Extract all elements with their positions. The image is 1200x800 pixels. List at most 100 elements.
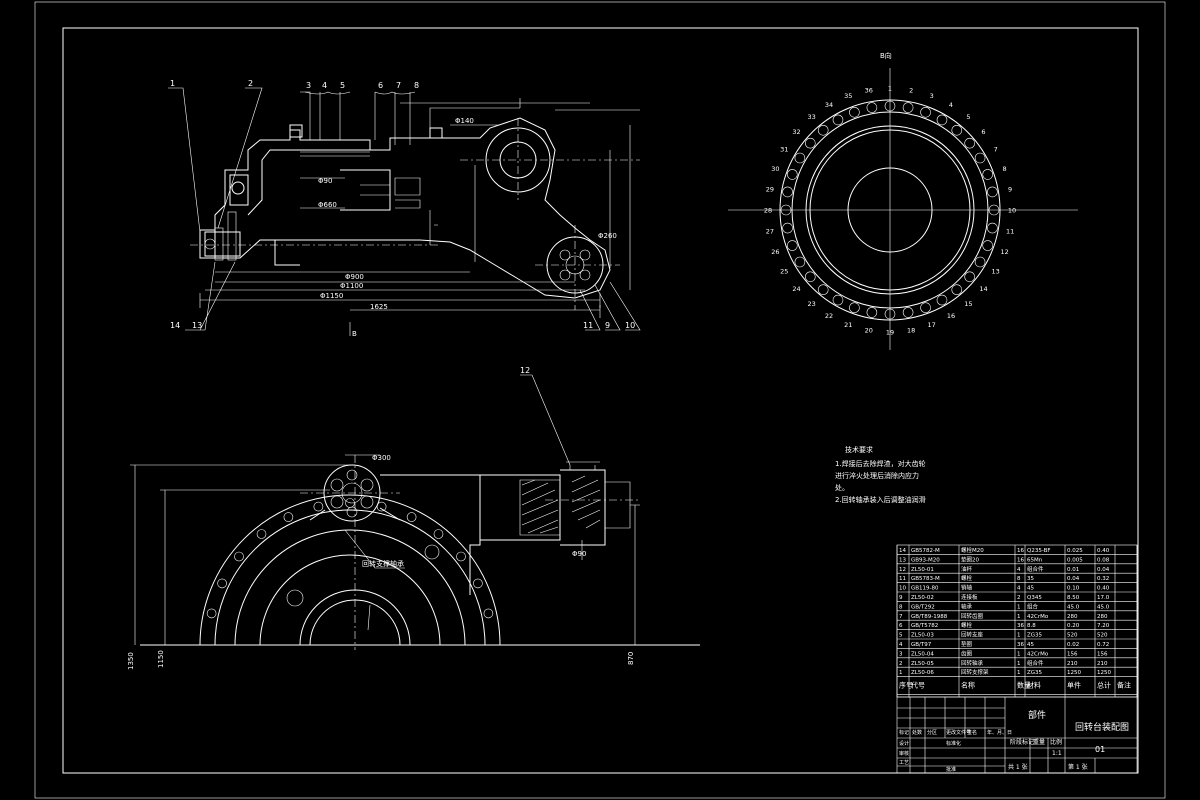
plan-bolt-hole bbox=[433, 529, 444, 539]
plan-bolt-hole bbox=[217, 578, 227, 589]
bom-header: 单件 bbox=[1067, 681, 1081, 690]
bom-cell: GB/T292 bbox=[911, 604, 935, 610]
plan-bolt-hole bbox=[456, 551, 466, 562]
bom-cell: 17.0 bbox=[1097, 595, 1110, 601]
plan-bolt-hole bbox=[283, 512, 294, 522]
gear-hole-number: 8 bbox=[1003, 165, 1007, 173]
dim-d900: Φ900 bbox=[345, 273, 364, 281]
gear-hole-number: 32 bbox=[792, 128, 800, 136]
title-weight-label: 重量 bbox=[1033, 738, 1045, 746]
gear-hole-number: 34 bbox=[825, 101, 833, 109]
bom-cell: 65Mn bbox=[1027, 557, 1043, 563]
gear-hole-number: 13 bbox=[992, 268, 1000, 276]
bom-cell: 0.005 bbox=[1067, 557, 1083, 563]
top-view-label: B向 bbox=[880, 51, 892, 60]
gear-bolt-hole bbox=[794, 152, 806, 164]
gear-bolt-hole bbox=[780, 204, 792, 216]
tech-req-line-2: 进行淬火处理后消除内应力 bbox=[835, 471, 919, 480]
bom-cell: 1 bbox=[1017, 670, 1021, 676]
bom-cell: GB93-M20 bbox=[911, 557, 940, 563]
bom-cell: 8 bbox=[899, 604, 903, 610]
plan-bolt-hole bbox=[406, 512, 417, 522]
gear-bolt-hole bbox=[982, 169, 994, 180]
bom-header: 总计 bbox=[1097, 681, 1111, 690]
gear-bolt-hole bbox=[964, 137, 976, 149]
dim-870: 870 bbox=[627, 652, 635, 665]
balloon-13: 13 bbox=[192, 321, 202, 330]
gear-bolt-hole bbox=[782, 222, 793, 234]
title-drawing-no: 01 bbox=[1095, 745, 1105, 754]
bom-cell: 3 bbox=[899, 651, 903, 657]
gear-hole-number: 18 bbox=[907, 327, 915, 335]
bom-cell: 0.40 bbox=[1097, 548, 1110, 554]
balloon-6: 6 bbox=[378, 81, 383, 90]
balloon-5: 5 bbox=[340, 81, 345, 90]
bom-cell: 16 bbox=[1017, 548, 1024, 554]
bom-cell: Q345 bbox=[1027, 595, 1042, 601]
bom-cell: 销轴 bbox=[961, 584, 973, 592]
bom-cell: 1 bbox=[1017, 651, 1021, 657]
dim-d140: Φ140 bbox=[455, 117, 474, 125]
title-sheet-total: 共 1 张 bbox=[1008, 763, 1028, 771]
gear-bolt-hole bbox=[804, 137, 816, 149]
bom-cell: 1 bbox=[1017, 604, 1021, 610]
tech-req-line-3: 处。 bbox=[835, 483, 849, 492]
gear-hole-number: 6 bbox=[981, 128, 985, 136]
bom-cell: 45 bbox=[1027, 586, 1034, 592]
dim-len1625: 1625 bbox=[370, 303, 388, 311]
balloon-9: 9 bbox=[605, 321, 610, 330]
balloon-1: 1 bbox=[170, 79, 175, 88]
bom-cell: ZG35 bbox=[1027, 670, 1043, 676]
outer-border bbox=[34, 1, 1166, 799]
bom-cell: 210 bbox=[1067, 661, 1078, 667]
gear-bolt-hole bbox=[832, 294, 844, 306]
bom-cell: 垫圈20 bbox=[961, 555, 979, 563]
hatched-section bbox=[521, 475, 601, 534]
gear-bolt-hole bbox=[964, 271, 976, 283]
dim-d90: Φ90 bbox=[318, 177, 332, 185]
balloon-8: 8 bbox=[414, 81, 419, 90]
bom-cell: 4 bbox=[899, 642, 903, 648]
bom-cell: 520 bbox=[1067, 633, 1078, 639]
plan-view: 12 Φ300 Φ90 回转支撑轴承 1350 1150 870 bbox=[127, 366, 700, 670]
bom-header: 数量 bbox=[1017, 681, 1031, 690]
gear-bolt-hole bbox=[936, 294, 948, 306]
bom-cell: 回转齿圈 bbox=[961, 612, 984, 620]
bom-cell: 0.10 bbox=[1067, 586, 1080, 592]
bom-cell: 35 bbox=[1027, 576, 1034, 582]
dim-d300: Φ300 bbox=[372, 454, 391, 462]
gear-bolt-hole bbox=[782, 186, 793, 198]
bom-cell: ZL50-03 bbox=[911, 633, 934, 639]
bom-cell: 1 bbox=[1017, 661, 1021, 667]
bom-header: 名称 bbox=[961, 681, 975, 690]
plan-bolt-holes bbox=[206, 498, 494, 619]
gear-bolt-holes bbox=[780, 100, 1000, 320]
plan-bolt-hole bbox=[206, 608, 217, 619]
bom-cell: 1 bbox=[1017, 614, 1021, 620]
gear-hole-number: 24 bbox=[792, 285, 800, 293]
balloon-4: 4 bbox=[322, 81, 327, 90]
balloon-14: 14 bbox=[170, 321, 180, 330]
bom-cell: 2 bbox=[899, 661, 903, 667]
bom-cell: 45.0 bbox=[1097, 604, 1110, 610]
gear-bolt-hole bbox=[974, 256, 986, 268]
gear-bolt-hole bbox=[866, 102, 878, 113]
gear-hole-number: 36 bbox=[865, 86, 873, 94]
bom-cell: GB/T97 bbox=[911, 642, 932, 648]
bom-cell: 7 bbox=[899, 614, 903, 620]
gear-bolt-hole bbox=[817, 284, 829, 296]
balloon-7: 7 bbox=[396, 81, 401, 90]
bom-cell: 组合件 bbox=[1027, 659, 1044, 667]
bom-cell: 210 bbox=[1097, 661, 1108, 667]
bom-cell: 0.72 bbox=[1097, 642, 1109, 648]
gear-hole-number: 15 bbox=[964, 300, 972, 308]
bom-cell: 156 bbox=[1067, 651, 1078, 657]
bom-cell: 280 bbox=[1067, 614, 1078, 620]
gear-hole-number: 22 bbox=[825, 312, 833, 320]
gear-hole-number: 11 bbox=[1006, 228, 1014, 236]
title-row-zone: 分区 bbox=[927, 729, 937, 736]
bom-cell: 轴承 bbox=[961, 602, 973, 610]
gear-bolt-hole bbox=[982, 240, 994, 251]
bom-cell: 螺栓 bbox=[961, 574, 973, 582]
